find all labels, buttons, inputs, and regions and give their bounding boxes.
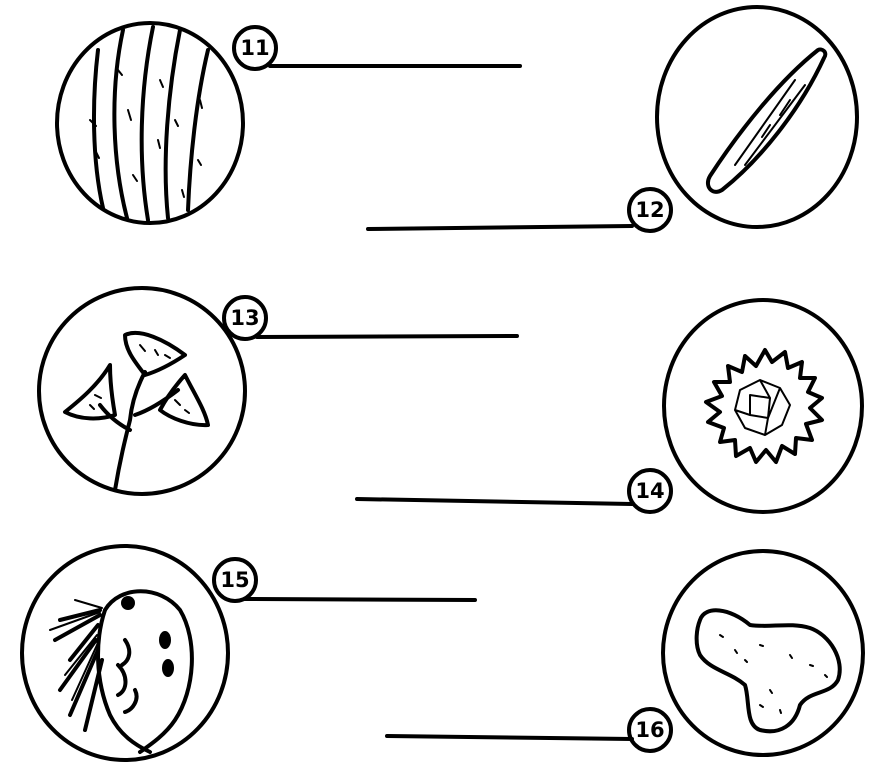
number-14: 14: [635, 479, 664, 503]
organism-illustration: [50, 591, 192, 752]
specimen-circle: [663, 551, 863, 755]
specimen-circle: [39, 288, 245, 494]
organism-eye: [121, 596, 135, 610]
number-16: 16: [635, 718, 664, 742]
specimen-circle: [657, 7, 857, 227]
number-11: 11: [240, 36, 269, 60]
plant-fragment-illustration: [65, 333, 208, 490]
elongated-crystal-illustration: [708, 49, 825, 191]
specimen-13: 13: [39, 288, 517, 494]
specimen-16: 16: [387, 551, 863, 755]
specimen-15: 15: [22, 546, 475, 760]
answer-line-14[interactable]: [357, 499, 632, 504]
answer-line-12[interactable]: [368, 226, 632, 229]
number-12: 12: [635, 198, 664, 222]
spiky-grain-illustration: [706, 350, 822, 462]
specimen-11: 11: [57, 23, 520, 223]
striped-fibers-illustration: [90, 27, 208, 220]
number-13: 13: [230, 306, 259, 330]
answer-line-16[interactable]: [387, 736, 632, 739]
specimen-circle: [22, 546, 228, 760]
specimen-12: 12: [368, 7, 857, 231]
answer-line-15[interactable]: [245, 599, 475, 600]
specimen-14: 14: [357, 300, 862, 512]
answer-line-13[interactable]: [257, 336, 517, 337]
specimen-circle: [664, 300, 862, 512]
number-15: 15: [220, 568, 249, 592]
blob-particle-illustration: [697, 610, 840, 731]
